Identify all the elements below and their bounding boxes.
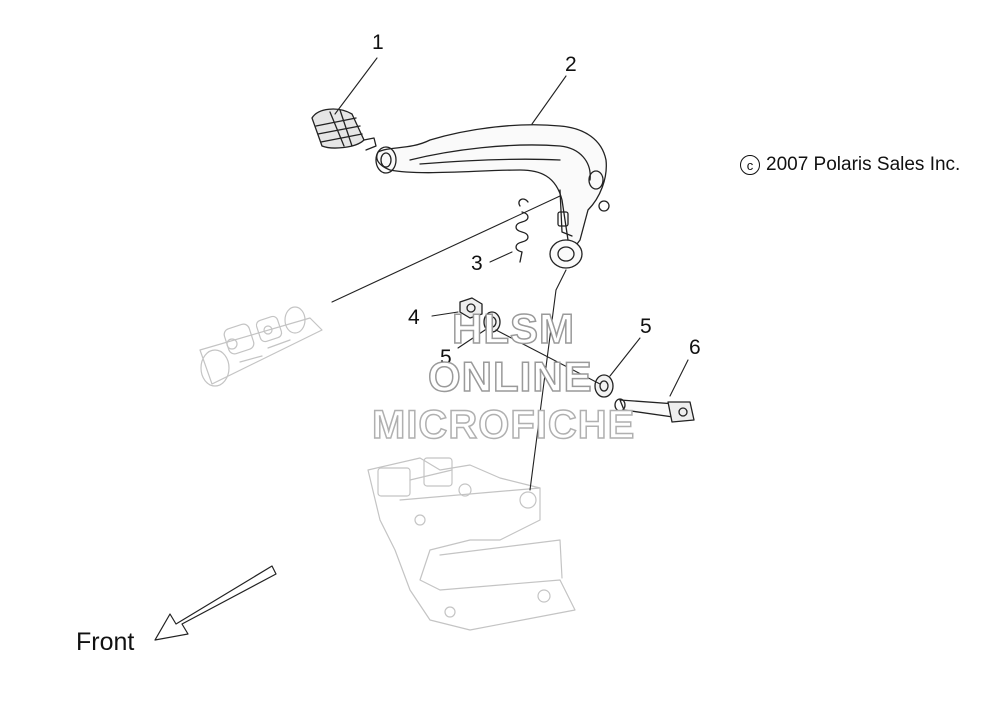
- callout-5-washer: 5: [440, 346, 452, 369]
- callout-2: 2: [565, 53, 577, 76]
- callout-1: 1: [372, 31, 384, 54]
- brake-pedal-arm: [375, 124, 610, 269]
- pivot-bolt: [614, 398, 695, 423]
- copyright-symbol-icon: c: [740, 155, 760, 175]
- callout-3: 3: [471, 252, 483, 275]
- watermark-line-1: HLSM: [451, 305, 575, 352]
- washer-left: [483, 311, 501, 333]
- pedal-grip: [311, 108, 377, 151]
- callout-4: 4: [408, 306, 420, 329]
- watermark-line-3: MICROFICHE: [371, 403, 636, 447]
- callout-5-bushing: 5: [640, 315, 652, 338]
- front-label: Front: [76, 628, 135, 656]
- front-arrow: [154, 565, 277, 641]
- leader-lines: [331, 57, 689, 491]
- mounting-bracket-ghost: [367, 457, 576, 631]
- watermark-line-2: ONLINE: [427, 353, 593, 400]
- copyright-notice: c 2007 Polaris Sales Inc.: [740, 154, 960, 176]
- return-spring: [515, 198, 529, 263]
- bushing-right: [594, 374, 614, 398]
- copyright-text: 2007 Polaris Sales Inc.: [766, 154, 961, 175]
- nut-part: [459, 297, 483, 319]
- callout-6: 6: [689, 336, 701, 359]
- master-cylinder-ghost: [199, 306, 323, 387]
